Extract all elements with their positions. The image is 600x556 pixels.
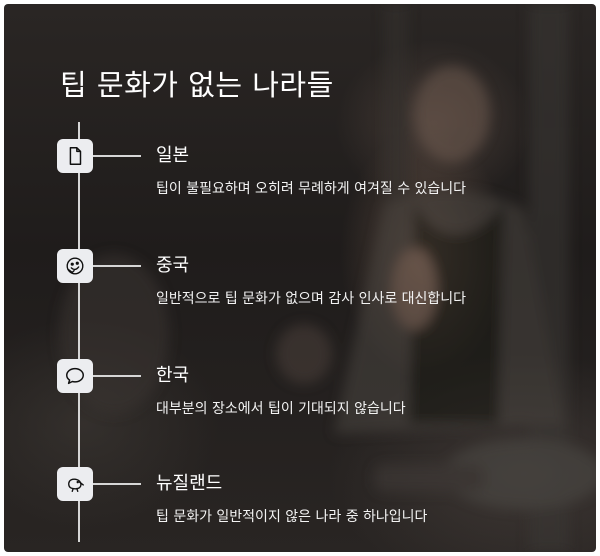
item-description: 팁 문화가 일반적이지 않은 나라 중 하나입니다 <box>156 509 428 525</box>
item-title: 한국 <box>156 365 190 386</box>
timeline-connector <box>93 375 141 377</box>
timeline-item-new-zealand: 뉴질랜드 팁 문화가 일반적이지 않은 나라 중 하나입니다 <box>4 467 596 547</box>
infographic-card: 팁 문화가 없는 나라들 일본 팁이 불필요하며 오히려 무례하게 여겨질 수 … <box>4 4 596 552</box>
face-emoji-icon <box>57 249 93 283</box>
item-description: 팁이 불필요하며 오히려 무례하게 여겨질 수 있습니다 <box>156 181 467 197</box>
speech-bubble-icon <box>57 359 93 393</box>
timeline-item-china: 중국 일반적으로 팁 문화가 없으며 감사 인사로 대신합니다 <box>4 249 596 329</box>
timeline-connector <box>93 155 141 157</box>
item-title: 중국 <box>156 255 190 276</box>
timeline-connector <box>93 483 141 485</box>
timeline-item-korea: 한국 대부분의 장소에서 팁이 기대되지 않습니다 <box>4 359 596 439</box>
item-title: 뉴질랜드 <box>156 473 223 494</box>
timeline-connector <box>93 265 141 267</box>
item-title: 일본 <box>156 145 190 166</box>
timeline-item-japan: 일본 팁이 불필요하며 오히려 무례하게 여겨질 수 있습니다 <box>4 139 596 219</box>
document-icon <box>57 139 93 173</box>
timeline-line <box>78 122 80 542</box>
item-description: 일반적으로 팁 문화가 없으며 감사 인사로 대신합니다 <box>156 291 467 307</box>
kiwi-bird-icon <box>57 467 93 501</box>
page-title: 팁 문화가 없는 나라들 <box>60 68 334 102</box>
item-description: 대부분의 장소에서 팁이 기대되지 않습니다 <box>156 401 406 417</box>
